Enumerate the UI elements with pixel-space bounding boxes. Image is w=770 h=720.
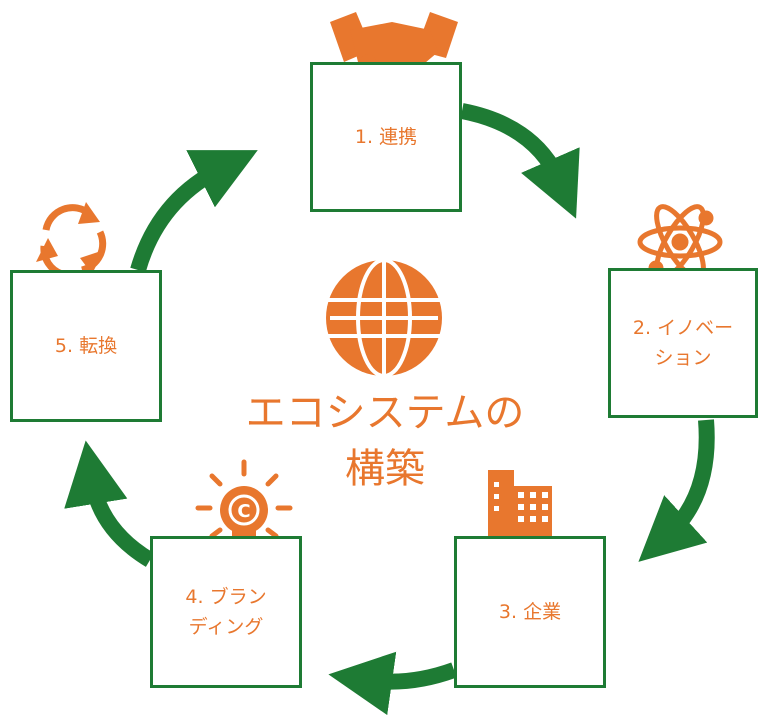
arrow-2-to-3 <box>638 419 715 562</box>
building-icon <box>488 470 552 538</box>
lightbulb-copyright-icon: C <box>195 459 293 558</box>
step-box-3: 3. 企業 <box>454 536 606 688</box>
step-label-1: 1. 連携 <box>354 126 418 148</box>
step-box-2: 2. イノベー ション <box>608 268 758 418</box>
step-box-4: 4. ブラン ディング <box>150 536 302 688</box>
step-label-5: 5. 転換 <box>54 335 118 357</box>
step-box-5: 5. 転換 <box>10 270 162 422</box>
globe-icon <box>326 258 442 378</box>
step-box-1: 1. 連携 <box>310 62 462 212</box>
step-label-4: 4. ブラン ディング <box>185 586 267 638</box>
arrow-3-to-4 <box>328 651 457 716</box>
center-title: エコシステムの 構築 <box>245 390 525 492</box>
step-label-3: 3. 企業 <box>498 601 562 623</box>
arrow-5-to-1 <box>130 150 258 273</box>
step-label-2: 2. イノベー ション <box>632 317 734 369</box>
arrow-4-to-5 <box>64 440 155 567</box>
arrow-1-to-2 <box>460 103 580 219</box>
recycle-arrows-icon <box>36 202 107 278</box>
svg-text:C: C <box>237 501 250 522</box>
